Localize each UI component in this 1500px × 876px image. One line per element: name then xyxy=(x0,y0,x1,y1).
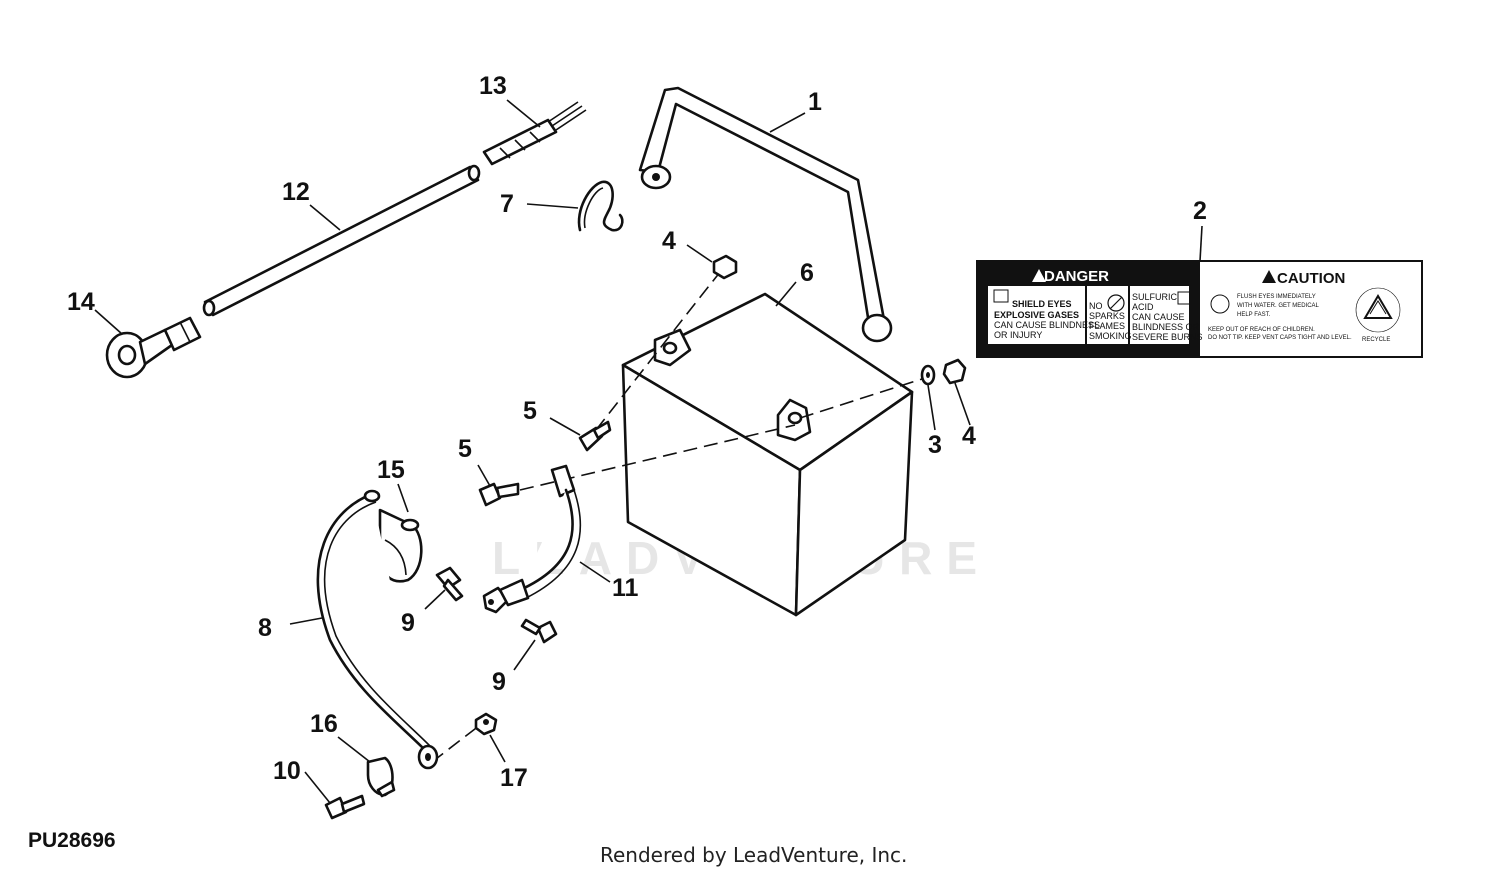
caution-text: DO NOT TIP. KEEP VENT CAPS TIGHT AND LEV… xyxy=(1208,335,1352,341)
caution-text: WITH WATER. GET MEDICAL xyxy=(1237,303,1320,309)
recycle-text: RECYCLE xyxy=(1362,337,1390,343)
bolt-5b[interactable] xyxy=(478,482,520,507)
callout-5b[interactable]: 5 xyxy=(458,435,472,463)
danger-text: EXPLOSIVE GASES xyxy=(994,310,1079,320)
credit-text: Rendered by LeadVenture, Inc. xyxy=(600,843,908,867)
battery-cable[interactable] xyxy=(482,464,582,614)
danger-title: DANGER xyxy=(1044,268,1109,285)
callout-11[interactable]: 11 xyxy=(612,574,639,602)
danger-text: SHIELD EYES xyxy=(1012,299,1072,309)
hold-down-bar[interactable] xyxy=(638,86,893,343)
cable[interactable] xyxy=(202,164,481,317)
nut-17[interactable] xyxy=(474,712,498,736)
ground-cable[interactable] xyxy=(316,489,439,770)
nut-4a[interactable] xyxy=(712,254,738,280)
callout-5a[interactable]: 5 xyxy=(523,397,537,425)
ring-terminal[interactable] xyxy=(105,316,202,379)
callout-1[interactable]: 1 xyxy=(808,88,822,116)
callout-13[interactable]: 13 xyxy=(479,72,507,100)
callouts: 1 2 3 4 4 5 5 6 7 8 9 9 10 11 12 13 14 1… xyxy=(67,72,1207,792)
warning-label: DANGER SHIELD EYES EXPLOSIVE GASES CAN C… xyxy=(976,260,1423,358)
callout-4b[interactable]: 4 xyxy=(962,422,976,450)
caution-text: KEEP OUT OF REACH OF CHILDREN. xyxy=(1208,327,1315,333)
leader-lines xyxy=(94,99,1203,804)
recycle-icon xyxy=(1355,287,1401,333)
callout-4a[interactable]: 4 xyxy=(662,227,676,255)
callout-10[interactable]: 10 xyxy=(273,757,301,785)
danger-text: SULFURIC xyxy=(1132,292,1178,302)
clamp-16[interactable] xyxy=(366,756,396,798)
callout-15[interactable]: 15 xyxy=(377,456,405,484)
danger-text: SEVERE BURNS xyxy=(1132,332,1203,342)
connector[interactable] xyxy=(482,101,587,166)
callout-7[interactable]: 7 xyxy=(500,190,514,218)
bolt-9b[interactable] xyxy=(520,618,558,644)
danger-text: CAN CAUSE xyxy=(1132,312,1185,322)
callout-2[interactable]: 2 xyxy=(1193,197,1207,225)
caution-text: HELP FAST. xyxy=(1237,312,1271,318)
danger-text: OR INJURY xyxy=(994,330,1042,340)
clamp-15[interactable] xyxy=(378,508,423,583)
caution-title: CAUTION xyxy=(1277,270,1345,287)
danger-text: SMOKING xyxy=(1089,331,1132,341)
danger-text: CAN CAUSE BLINDNESS xyxy=(994,320,1100,330)
figure-id: PU28696 xyxy=(28,829,116,852)
bolt-9a[interactable] xyxy=(435,566,464,602)
danger-text: SPARKS xyxy=(1089,311,1125,321)
bolt-10[interactable] xyxy=(324,794,366,820)
caution-text: FLUSH EYES IMMEDIATELY xyxy=(1237,294,1316,300)
danger-text: NO xyxy=(1089,301,1103,311)
callout-14[interactable]: 14 xyxy=(67,288,95,316)
washer-3[interactable] xyxy=(920,364,936,386)
callout-9b[interactable]: 9 xyxy=(492,668,506,696)
callout-12[interactable]: 12 xyxy=(282,178,310,206)
danger-text: ACID xyxy=(1132,302,1154,312)
bolt-5a[interactable] xyxy=(578,420,612,452)
battery[interactable] xyxy=(621,292,914,617)
callout-3[interactable]: 3 xyxy=(928,431,942,459)
danger-text: BLINDNESS OR xyxy=(1132,322,1200,332)
callout-9a[interactable]: 9 xyxy=(401,609,415,637)
callout-16[interactable]: 16 xyxy=(310,710,338,738)
callout-6[interactable]: 6 xyxy=(800,259,814,287)
callout-8[interactable]: 8 xyxy=(258,614,272,642)
nut-4b[interactable] xyxy=(942,358,967,385)
j-hook[interactable] xyxy=(577,180,624,232)
callout-17[interactable]: 17 xyxy=(500,764,528,792)
danger-text: FLAMES xyxy=(1089,321,1125,331)
